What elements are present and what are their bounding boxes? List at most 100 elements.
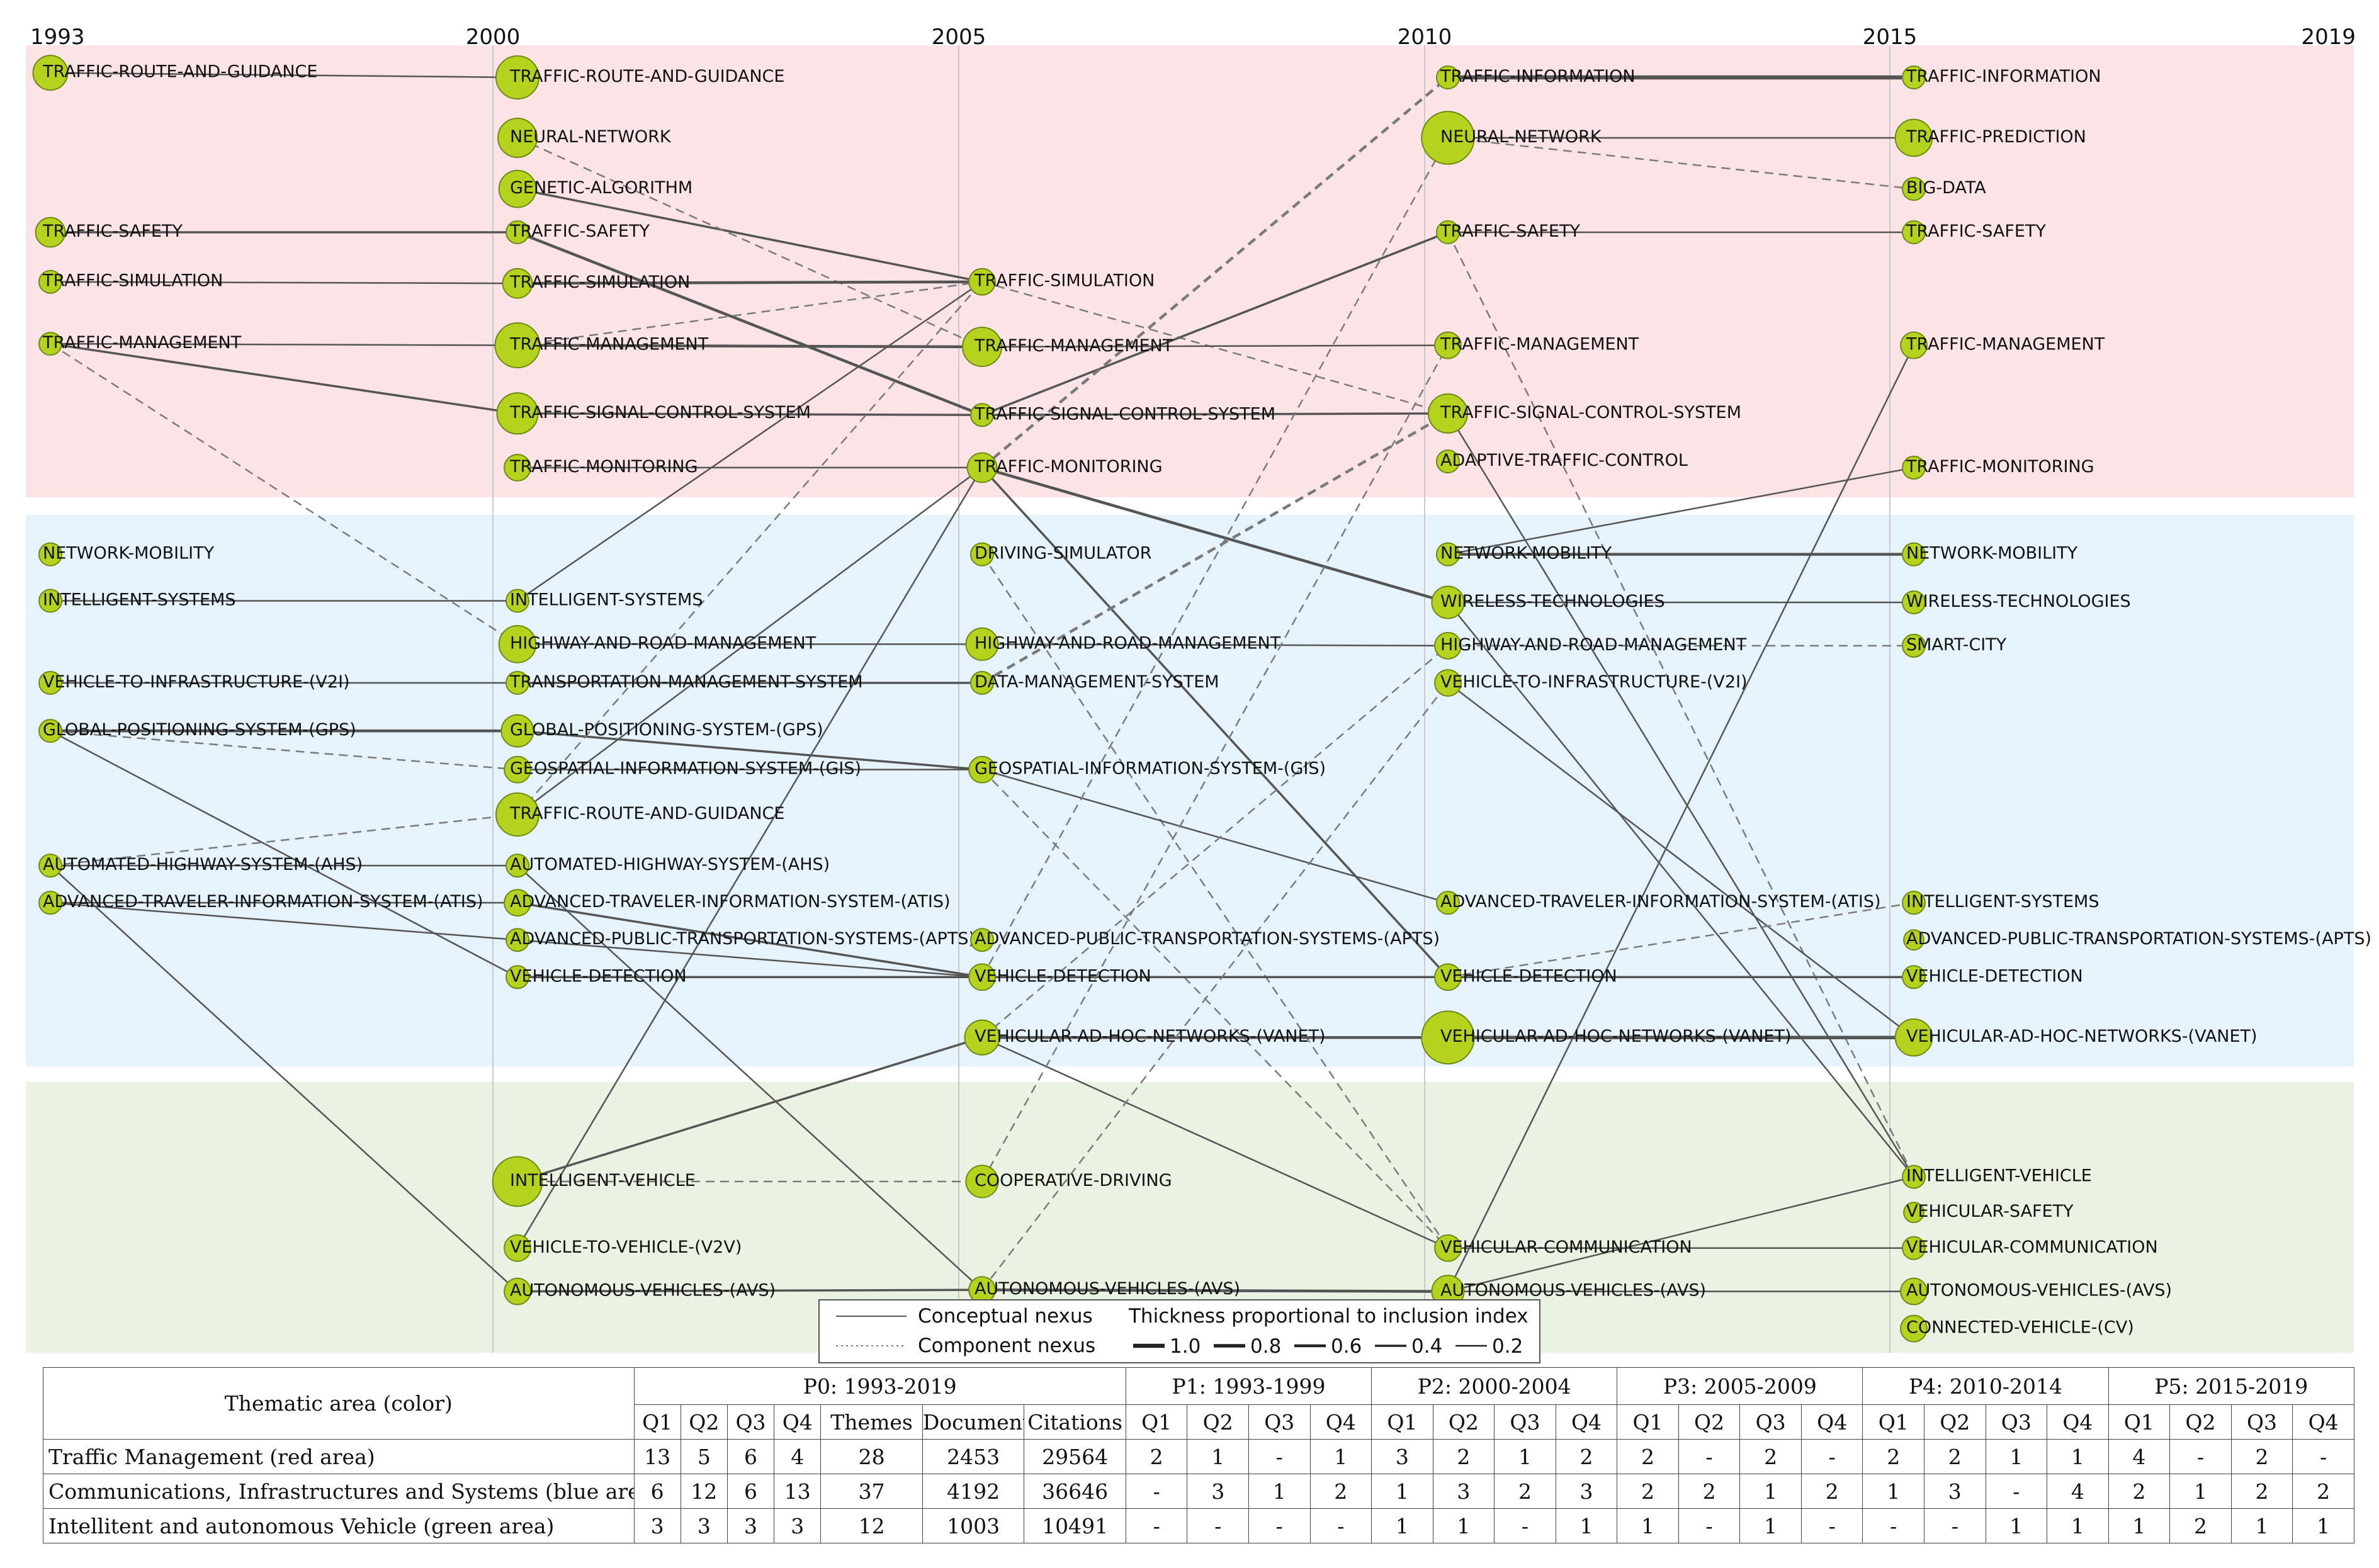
table-cell: 1 (1555, 1508, 1618, 1543)
column-header: Q1 (633, 1404, 681, 1440)
table-cell: 3 (1432, 1474, 1495, 1509)
theme-label: TRAFFIC-MANAGEMENT (42, 333, 242, 353)
component-nexus-link (50, 730, 518, 770)
component-nexus-link (517, 281, 983, 815)
table-cell: - (1924, 1508, 1986, 1543)
theme-label: TRAFFIC-MONITORING (1906, 457, 2094, 477)
conceptual-nexus-link (50, 342, 518, 346)
table-cell: 3 (1555, 1474, 1618, 1509)
column-header: Q3 (1248, 1404, 1311, 1440)
table-cell: 1 (1739, 1508, 1802, 1543)
theme-node (1900, 1277, 1928, 1306)
table-cell: 1 (2108, 1508, 2171, 1543)
column-header: Q2 (2169, 1404, 2232, 1440)
table-cell: 1 (1432, 1508, 1495, 1543)
table-header-columns: Q1Q2Q3Q4ThemesDocumentsCitationsQ1Q2Q3Q4… (43, 1404, 2354, 1440)
theme-label: INTELLIGENT-VEHICLE (1906, 1166, 2092, 1186)
theme-label: VEHICULAR-COMMUNICATION (1906, 1238, 2158, 1257)
header-p1: P1: 1993-1999 (1125, 1367, 1372, 1405)
theme-label: HIGHWAY-AND-ROAD-MANAGEMENT (975, 633, 1281, 653)
theme-label: CONNECTED-VEHICLE-(CV) (1906, 1318, 2134, 1338)
theme-node (1894, 118, 1933, 157)
conceptual-nexus-link (517, 188, 983, 283)
theme-node (38, 542, 62, 567)
component-nexus-link (50, 343, 518, 645)
theme-label: INTELLIGENT-SYSTEMS (510, 590, 703, 609)
year-label-2000: 2000 (466, 25, 521, 50)
theme-node (1902, 1165, 1926, 1189)
table-cell: 2 (2108, 1474, 2171, 1509)
thematic-evolution-diagram: 1993 2000 2005 2010 2015 2019 TRAFFIC-RO… (26, 25, 2371, 1363)
conceptual-nexus-link (50, 342, 518, 415)
table-cell: - (2169, 1439, 2232, 1474)
theme-node (38, 670, 62, 695)
conceptual-nexus-link (50, 281, 518, 285)
nexus-links (50, 72, 1915, 1293)
column-header: Q3 (726, 1404, 775, 1440)
theme-label: BIG-DATA (1906, 178, 1986, 198)
table-cell: 4192 (922, 1474, 1025, 1509)
table-cell: 2 (2292, 1474, 2354, 1509)
theme-node (38, 719, 62, 743)
theme-node (1436, 449, 1460, 474)
table-cell: 2 (1617, 1439, 1679, 1474)
table-cell: 2 (2169, 1508, 2232, 1543)
theme-label: VEHICLE-DETECTION (510, 966, 687, 986)
table-cell: 2 (2230, 1474, 2293, 1509)
theme-node (32, 55, 69, 91)
theme-label: TRAFFIC-MANAGEMENT (1906, 335, 2105, 354)
theme-node (38, 854, 62, 878)
conceptual-nexus-link (1447, 345, 1915, 1292)
header-p5: P5: 2015-2019 (2108, 1367, 2355, 1405)
column-header: Themes (820, 1404, 923, 1440)
theme-label: GEOSPATIAL-INFORMATION-SYSTEM-(GIS) (510, 759, 861, 779)
table-cell: 12 (680, 1474, 728, 1509)
theme-label: HIGHWAY-AND-ROAD-MANAGEMENT (510, 633, 817, 653)
legend-scale-label: 0.2 (1492, 1335, 1523, 1358)
table-cell: - (1678, 1508, 1741, 1543)
theme-node (1902, 177, 1926, 201)
theme-node (1902, 891, 1926, 915)
column-header: Q1 (1371, 1404, 1433, 1440)
theme-node (1902, 65, 1926, 89)
theme-label: NETWORK-MOBILITY (43, 544, 215, 563)
theme-node (1421, 1010, 1475, 1064)
table-cell: 1 (2047, 1439, 2109, 1474)
theme-label: VEHICULAR-AD-HOC-NETWORKS-(VANET) (1440, 1027, 1792, 1046)
table-cell: 2 (1617, 1474, 1679, 1509)
theme-label: ADVANCED-TRAVELER-INFORMATION-SYSTEM-(AT… (1440, 892, 1881, 911)
theme-label: ADAPTIVE-TRAFFIC-CONTROL (1440, 451, 1688, 470)
theme-node (970, 542, 994, 567)
theme-label: NEURAL-NETWORK (1440, 127, 1602, 147)
theme-label: VEHICLE-TO-INFRASTRUCTURE-(V2I) (43, 672, 350, 692)
theme-label: NEURAL-NETWORK (510, 127, 672, 147)
table-cell: - (1862, 1508, 1924, 1543)
table-cell: 1 (1494, 1439, 1556, 1474)
column-header: Q3 (1985, 1404, 2048, 1440)
year-labels: 1993 2000 2005 2010 2015 2019 (30, 25, 2356, 50)
theme-node (506, 854, 529, 878)
conceptual-nexus-link (517, 1036, 983, 1183)
theme-label: TRAFFIC-ROUTE-AND-GUIDANCE (509, 67, 784, 86)
column-header: Q2 (1187, 1404, 1249, 1440)
theme-label: INTELLIGENT-VEHICLE (510, 1171, 696, 1190)
table-cell: - (1985, 1474, 2048, 1509)
table-cell: 1 (1617, 1508, 1679, 1543)
table-cell: 3 (1187, 1474, 1249, 1509)
table-cell: 13 (774, 1474, 822, 1509)
theme-label: NETWORK-MOBILITY (1906, 544, 2078, 563)
table-cell: 2 (1924, 1439, 1986, 1474)
conceptual-nexus-link (50, 730, 518, 978)
theme-node (504, 889, 531, 917)
table-cell: 1 (1248, 1474, 1311, 1509)
legend: Conceptual nexus Component nexus Thickne… (818, 1299, 1540, 1363)
traffic-management-area (26, 45, 2354, 497)
theme-label: ADVANCED-TRAVELER-INFORMATION-SYSTEM-(AT… (510, 892, 951, 911)
conceptual-nexus-link (517, 1289, 983, 1293)
conceptual-nexus-link (517, 939, 983, 978)
conceptual-nexus-link (517, 280, 983, 285)
theme-node (964, 1019, 1000, 1056)
table-cell: 1 (1862, 1474, 1924, 1509)
table-cell: - (1800, 1439, 1863, 1474)
